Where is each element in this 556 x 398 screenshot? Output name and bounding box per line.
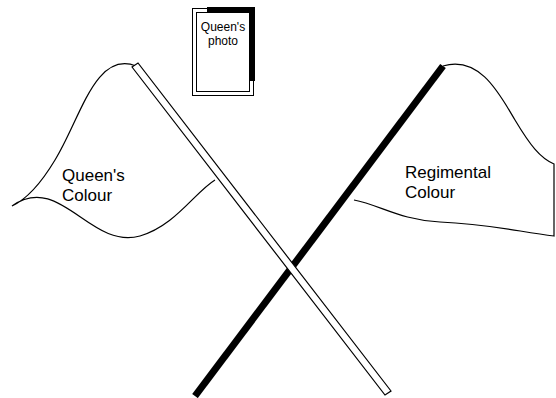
flag-pole <box>132 63 391 395</box>
flag-label-area: Queen's Colour <box>62 166 154 205</box>
flag-label: Queen's Colour <box>62 166 154 205</box>
flag-label: Regimental Colour <box>405 163 517 202</box>
photo-frame: Queen's photo <box>196 12 250 92</box>
flag-label-area: Regimental Colour <box>405 163 517 202</box>
photo-label: Queen's photo <box>199 21 247 49</box>
flag-outline <box>12 64 215 238</box>
flag-pole <box>195 66 443 396</box>
